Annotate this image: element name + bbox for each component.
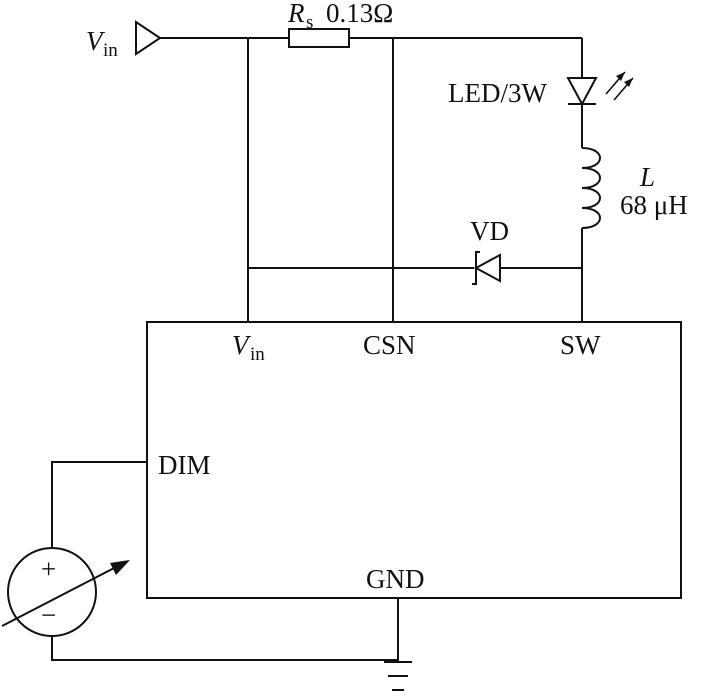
diode-cathode-bar xyxy=(472,251,480,285)
pin-label-gnd: GND xyxy=(366,564,425,594)
pin-label-sw: SW xyxy=(560,330,601,360)
resistor-subscript: s xyxy=(306,12,313,33)
inductor: L 68 μH xyxy=(581,147,688,229)
voltage-source-icon xyxy=(7,547,97,637)
pin-label-vin-subscript: in xyxy=(250,344,265,365)
sense-resistor: R s 0.13Ω xyxy=(287,0,393,48)
pin-label-dim: DIM xyxy=(158,450,211,480)
diode-label: VD xyxy=(470,216,509,246)
resistor-icon xyxy=(288,28,350,48)
wires xyxy=(51,37,583,662)
input-label-subscript: in xyxy=(103,40,118,61)
adjustable-voltage-source: + − xyxy=(1,547,130,637)
input-label-symbol: V xyxy=(86,26,106,56)
schottky-diode: VD xyxy=(470,216,509,285)
led: LED/3W xyxy=(448,71,634,108)
ic-body xyxy=(146,321,682,599)
pin-label-csn: CSN xyxy=(363,330,416,360)
input-terminal: V in xyxy=(86,20,162,61)
resistor-symbol: R xyxy=(287,0,305,28)
inductor-icon xyxy=(581,147,601,229)
light-emission-icon xyxy=(605,71,634,101)
input-terminal-icon xyxy=(135,20,162,56)
pin-label-vin-symbol: V xyxy=(232,330,252,360)
led-icon xyxy=(566,77,598,107)
variable-arrow-icon xyxy=(1,565,119,627)
led-label: LED/3W xyxy=(448,78,547,108)
diode-icon xyxy=(473,253,501,283)
resistor-value: 0.13Ω xyxy=(326,0,393,28)
source-plus-sign: + xyxy=(41,554,56,584)
wire-dim-loop xyxy=(51,461,147,548)
wire-source-to-ground xyxy=(51,636,398,661)
inductor-symbol: L xyxy=(639,162,655,192)
driver-ic: V in CSN SW DIM GND xyxy=(146,321,682,599)
inductor-value: 68 μH xyxy=(620,190,688,220)
ground-icon xyxy=(384,661,412,691)
source-minus-sign: − xyxy=(41,600,56,630)
